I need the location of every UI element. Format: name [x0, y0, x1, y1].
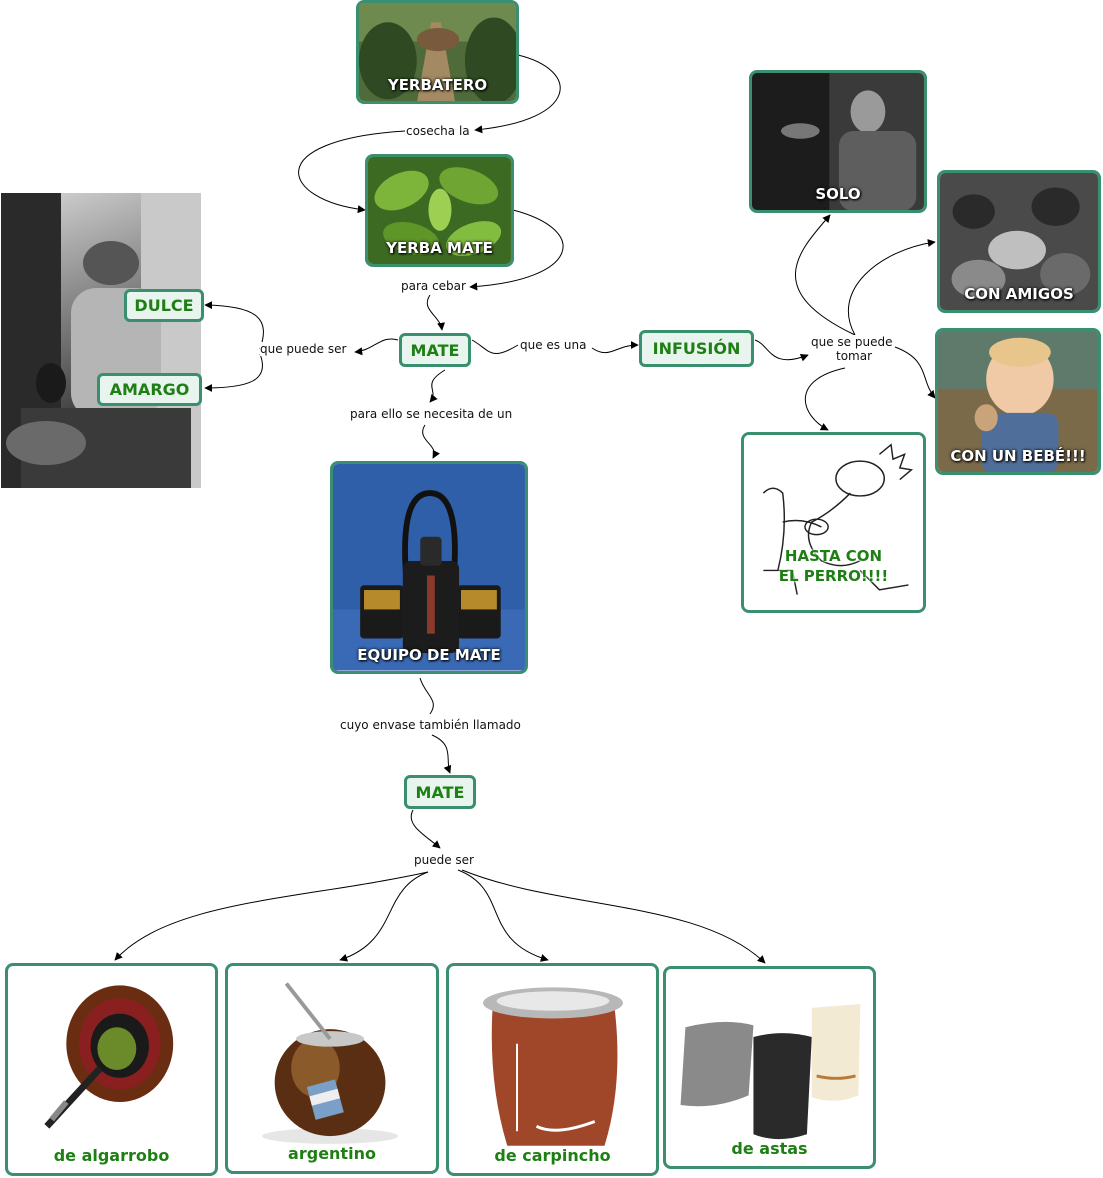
algarrobo-photo	[44, 985, 174, 1129]
old-man-photo	[1, 193, 201, 488]
equipo-photo	[333, 464, 525, 671]
carpincho-label: de carpincho	[494, 1146, 611, 1165]
mate-bottom-node[interactable]: MATE	[404, 775, 476, 809]
con-amigos-node[interactable]: CON AMIGOS	[937, 170, 1101, 313]
link-se-puede-2: tomar	[836, 349, 873, 363]
algarrobo-label: de algarrobo	[53, 1146, 170, 1165]
link-necesita: para ello se necesita de un	[350, 407, 513, 421]
yerbatero-label: YERBATERO	[387, 76, 488, 94]
link-cosecha: cosecha la	[406, 124, 470, 138]
yerba-leaves-photo	[368, 157, 511, 264]
carpincho-node[interactable]: de carpincho	[446, 963, 659, 1176]
cartoon-drawing	[744, 435, 923, 610]
hasta-perro-node[interactable]: HASTA CON EL PERRO!!!!	[741, 432, 926, 613]
solo-label: SOLO	[815, 185, 861, 203]
link-cuyo-envase: cuyo envase también llamado	[340, 718, 521, 732]
mate-top-node[interactable]: MATE	[399, 333, 471, 367]
hasta-perro-label-2: EL PERRO!!!!	[778, 567, 889, 585]
astas-photo	[680, 1003, 861, 1140]
argentino-node[interactable]: argentino	[225, 963, 439, 1174]
con-bebe-node[interactable]: CON UN BEBÉ!!!	[935, 328, 1101, 475]
algarrobo-node[interactable]: de algarrobo	[5, 963, 218, 1176]
yerba-mate-node[interactable]: YERBA MATE	[365, 154, 514, 267]
con-bebe-label: CON UN BEBÉ!!!	[950, 447, 1086, 465]
yerba-mate-label: YERBA MATE	[386, 239, 493, 257]
infusion-node[interactable]: INFUSIÓN	[639, 330, 754, 367]
hasta-perro-label-1: HASTA CON	[784, 547, 883, 565]
equipo-label: EQUIPO DE MATE	[357, 646, 501, 664]
link-se-puede-1: que se puede	[811, 335, 893, 349]
link-es-una: que es una	[520, 338, 587, 352]
link-puede-ser-top: que puede ser	[260, 342, 347, 356]
con-amigos-label: CON AMIGOS	[964, 285, 1074, 303]
yerbatero-node[interactable]: YERBATERO	[356, 0, 519, 104]
dulce-node[interactable]: DULCE	[124, 289, 204, 322]
link-puede-ser: puede ser	[414, 853, 474, 867]
link-para-cebar: para cebar	[401, 279, 466, 293]
astas-label: de astas	[731, 1139, 808, 1158]
carpincho-photo	[483, 987, 623, 1146]
con-amigos-photo	[940, 173, 1098, 310]
solo-photo	[752, 73, 924, 210]
argentino-photo	[262, 982, 399, 1144]
con-bebe-photo	[938, 331, 1098, 472]
astas-node[interactable]: de astas	[663, 966, 876, 1169]
solo-node[interactable]: SOLO	[749, 70, 927, 213]
argentino-label: argentino	[288, 1144, 376, 1163]
equipo-node[interactable]: EQUIPO DE MATE	[330, 461, 528, 674]
yerbatero-photo	[359, 3, 516, 101]
amargo-node[interactable]: AMARGO	[97, 373, 202, 406]
